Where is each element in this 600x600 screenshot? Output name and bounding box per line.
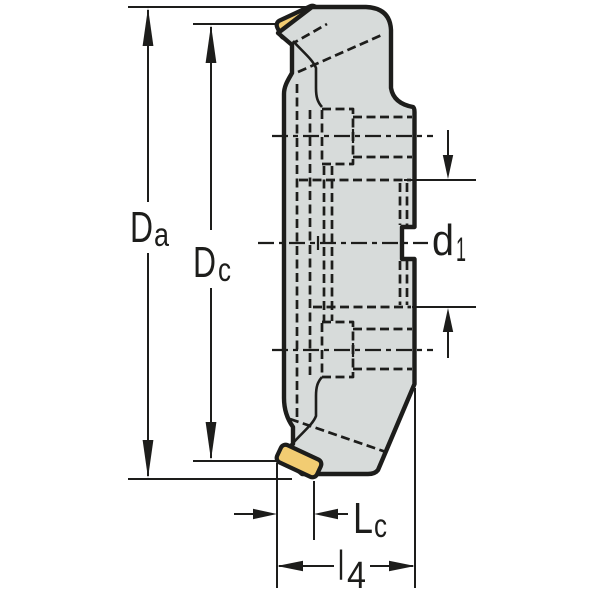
label-da-main: D (130, 203, 153, 252)
cutter-body-outline (275, 4, 417, 477)
label-dc-main: D (193, 238, 216, 287)
label-l4-main: l (338, 542, 344, 589)
insert-pocket-edges (292, 40, 323, 444)
label-d1-sub: 1 (456, 231, 466, 269)
bottom-insert (274, 442, 324, 480)
lc-left-arrowhead (253, 508, 277, 520)
label-lc-sub: c (374, 507, 387, 544)
lc-right-arrowhead (314, 508, 338, 520)
hidden-edge-lines (289, 22, 412, 454)
center-lines (258, 134, 433, 352)
label-l4-sub: 4 (347, 555, 366, 597)
l4-right-arrowhead (389, 560, 415, 572)
label-d1-main: d (432, 216, 454, 265)
da-bottom-arrowhead (142, 440, 154, 478)
center-line-ticks (316, 129, 355, 357)
label-lc-main: L (353, 494, 373, 543)
label-da-sub: a (154, 216, 170, 253)
dc-bottom-arrowhead (205, 422, 217, 460)
d1-down-arrowhead (442, 155, 454, 179)
dimension-lines (128, 6, 476, 588)
d1-up-arrowhead (442, 308, 454, 332)
dc-top-arrowhead (205, 25, 217, 63)
label-dc-sub: c (218, 251, 231, 288)
l4-left-arrowhead (277, 560, 303, 572)
da-top-arrowhead (142, 8, 154, 46)
